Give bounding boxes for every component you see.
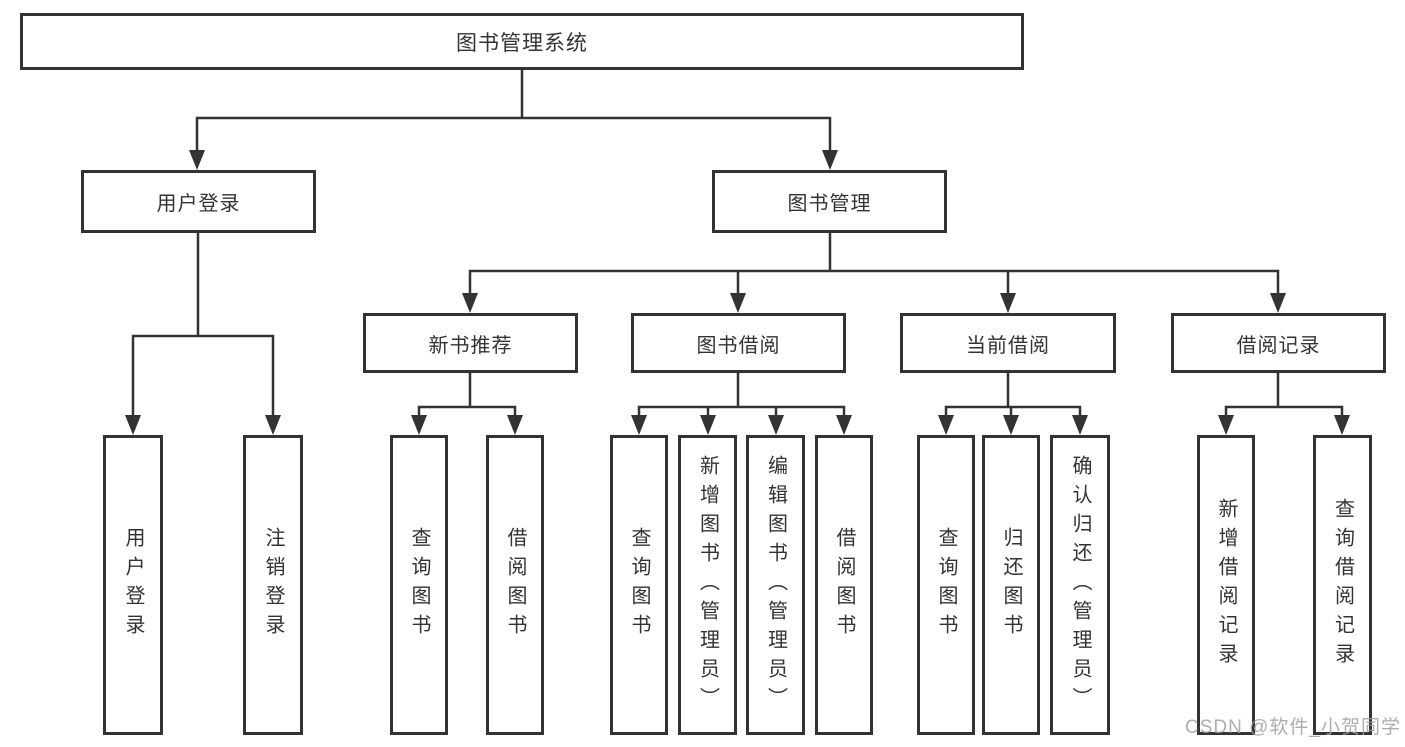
- arrowhead: [1270, 293, 1286, 313]
- connector-root: [195, 68, 832, 154]
- arrowhead: [1218, 415, 1234, 435]
- arrowhead: [768, 415, 784, 435]
- watermark: CSDN @软件_小贺同学: [1185, 717, 1401, 738]
- leaf-borrow-books-recommend: 借阅图书: [486, 435, 544, 735]
- leaf-return-books: 归还图书: [982, 435, 1040, 735]
- arrowhead: [1334, 415, 1350, 435]
- connector-new-book-recommendation: [417, 371, 517, 421]
- leaf-logout: 注销登录: [243, 435, 303, 735]
- leaf-user-login: 用户登录: [103, 435, 163, 735]
- leaf-add-books-admin: 新增图书（管理员）: [678, 435, 737, 735]
- arrowhead: [125, 415, 141, 435]
- connector-borrowing-records: [1224, 371, 1344, 421]
- leaf-query-books-borrow: 查询图书: [610, 435, 668, 735]
- arrowhead: [1000, 293, 1016, 313]
- leaf-query-books-current: 查询图书: [917, 435, 975, 735]
- arrowhead: [700, 415, 716, 435]
- arrowhead: [265, 415, 281, 435]
- connector-book-management: [468, 231, 1280, 298]
- node-current-borrowing: 当前借阅: [900, 313, 1116, 373]
- arrowhead: [836, 415, 852, 435]
- node-new-book-recommendation: 新书推荐: [363, 313, 578, 373]
- arrowhead: [507, 415, 523, 435]
- leaf-query-books-recommend: 查询图书: [390, 435, 448, 735]
- leaf-edit-books-admin: 编辑图书（管理员）: [746, 435, 805, 735]
- arrowhead: [1072, 415, 1088, 435]
- leaf-confirm-return-admin: 确认归还（管理员）: [1050, 435, 1110, 735]
- node-book-borrowing: 图书借阅: [631, 313, 846, 373]
- node-library-system: 图书管理系统: [20, 13, 1024, 70]
- leaf-query-borrow-record: 查询借阅记录: [1313, 435, 1372, 735]
- arrowhead: [730, 293, 746, 313]
- arrowhead: [411, 415, 427, 435]
- arrowhead: [822, 150, 838, 170]
- arrowhead: [462, 293, 478, 313]
- arrowhead: [189, 150, 205, 170]
- connector-current-borrowing: [944, 371, 1082, 421]
- arrowhead: [1003, 415, 1019, 435]
- arrowhead: [631, 415, 647, 435]
- connector-user-login: [131, 231, 275, 420]
- leaf-add-borrow-record: 新增借阅记录: [1197, 435, 1255, 735]
- arrowhead: [938, 415, 954, 435]
- node-user-login: 用户登录: [81, 170, 316, 233]
- node-borrowing-records: 借阅记录: [1171, 313, 1386, 373]
- node-book-management: 图书管理: [712, 170, 947, 233]
- leaf-borrow-books: 借阅图书: [815, 435, 873, 735]
- connector-book-borrowing: [637, 371, 846, 421]
